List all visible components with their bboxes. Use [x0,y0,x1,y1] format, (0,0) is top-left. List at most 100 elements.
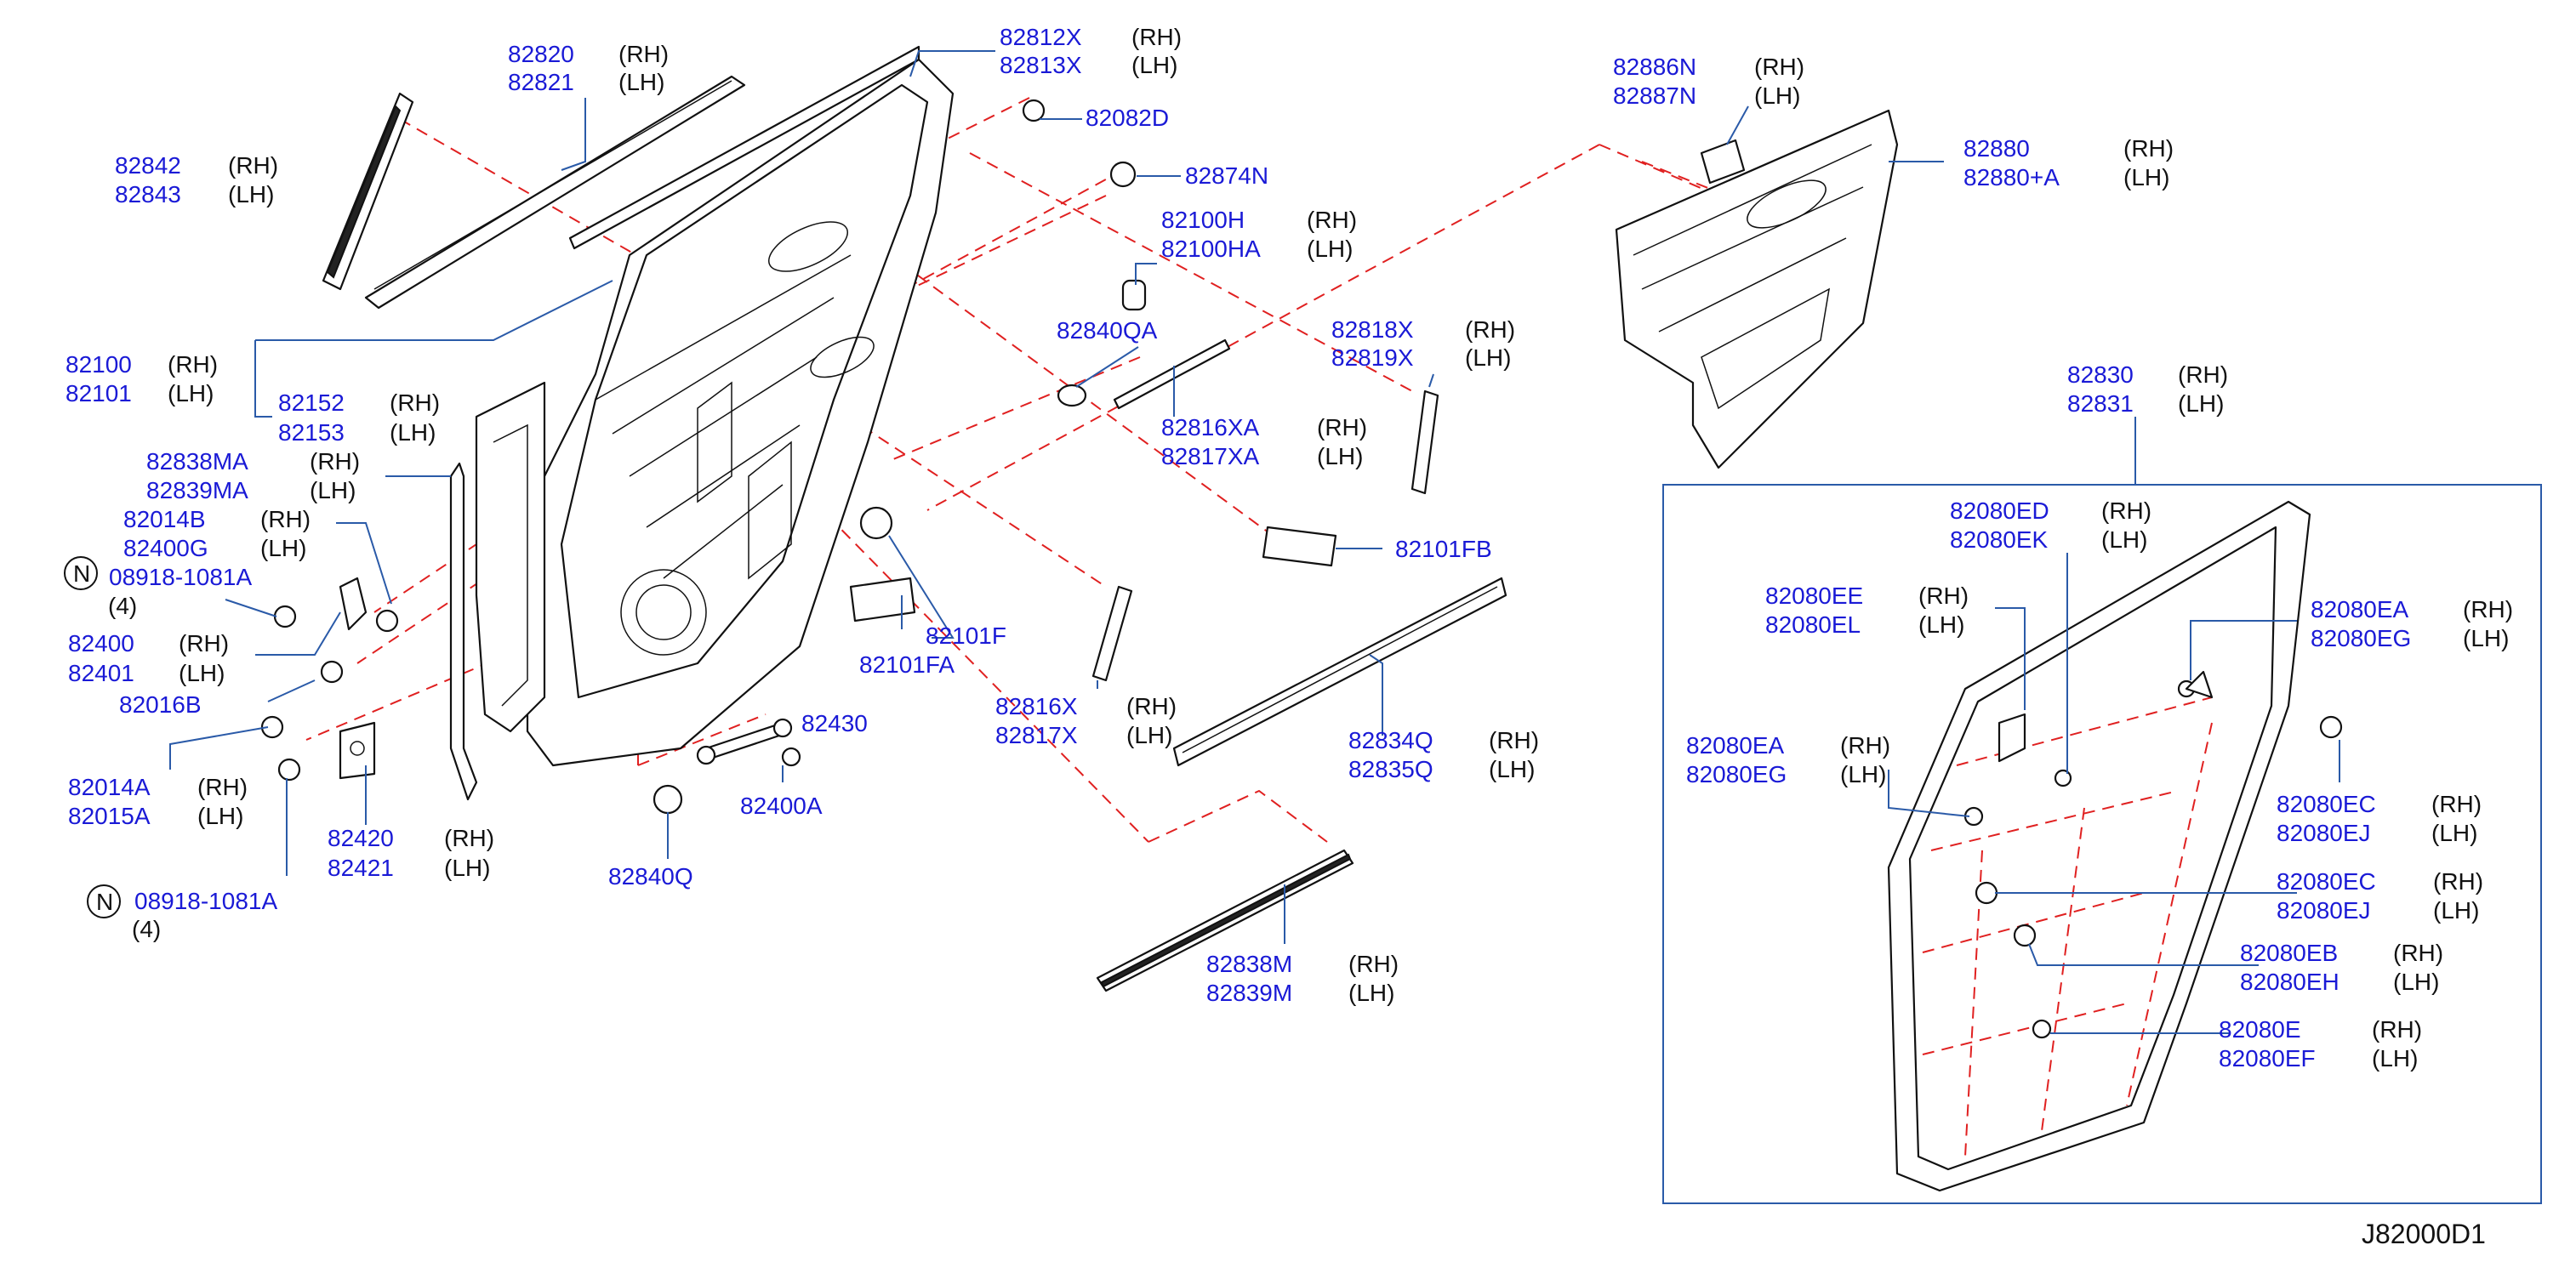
note-circle [64,556,98,590]
part-number: 82816XA [1161,414,1260,441]
part-number: 82813X [1000,52,1082,78]
part-number: 82101FA [859,651,955,678]
note-symbol: N [96,889,113,915]
weatherstrip-inner [449,462,478,801]
part-number: 82874N [1185,162,1268,189]
part-number: 82080EL [1765,611,1861,638]
part-number: 82100 [66,351,132,378]
part-number: 82839MA [146,477,248,503]
part-number: 82080EB [2240,940,2338,966]
callout-82880: 82880 82880+A (RH) (LH) [1963,135,2174,190]
side-label: (LH) [2431,820,2477,846]
callout-82080EB: 82080EB 82080EH (RH) (LH) [2240,940,2443,995]
side-label: (LH) [1840,761,1886,787]
side-label: (LH) [2393,969,2439,995]
part-number: 82080EE [1765,583,1863,609]
part-number: 82080EF [2219,1045,2316,1072]
part-number: 82080EK [1950,526,2049,553]
side-label: (LH) [444,855,490,881]
part-number: 82080EC [2277,791,2376,817]
side-label: (RH) [1918,583,1969,609]
diagram-code: J82000D1 [2362,1219,2486,1249]
side-label: (RH) [1317,414,1367,441]
side-label: (RH) [168,351,218,378]
callout-82886N: 82886N 82887N (RH) (LH) [1613,54,1804,109]
side-label: (LH) [179,660,225,686]
part-number: 82014B [123,506,206,532]
part-number: 82818X [1331,316,1414,343]
side-label: (RH) [1754,54,1804,80]
part-number: 82842 [115,152,181,179]
part-number: 82080EJ [2277,820,2371,846]
part-number: 82839M [1206,980,1292,1006]
callout-82100: 82100 82101 (RH) (LH) [66,351,218,406]
callout-82016B: 82016B [119,691,202,718]
callout-82100H: 82100H 82100HA (RH) (LH) [1161,207,1357,262]
note-circle [87,884,121,918]
side-label: (RH) [179,630,229,657]
callout-82840QA: 82840QA [1057,317,1158,344]
part-number: 82816X [995,693,1078,719]
part-number: 82016B [119,691,202,718]
side-label: (RH) [1131,24,1182,50]
part-number: 82153 [278,419,345,446]
side-label: (RH) [2372,1016,2422,1043]
part-number: 82015A [68,803,151,829]
callout-08918-a: N 08918-1081A (4) [64,556,252,619]
door-trim-panel [1615,109,1899,469]
part-number: 82838MA [146,448,248,475]
side-label: (RH) [310,448,360,475]
callout-82080EA-left: 82080EA 82080EG (RH) (LH) [1686,732,1890,787]
part-number: 82014A [68,774,151,800]
side-label: (LH) [1489,756,1535,782]
callout-82430: 82430 [801,710,868,736]
window-mouldings [322,45,920,310]
side-label: (RH) [444,825,494,851]
quantity: (4) [132,916,161,942]
assembly-dash-lines [305,97,1728,843]
callout-82014B: 82014B 82400G (RH) (LH) [123,506,311,561]
side-label: (LH) [197,803,243,829]
side-label: (LH) [1918,611,1964,638]
side-label: (LH) [2123,164,2169,190]
side-label: (RH) [2463,596,2513,622]
callout-82820: 82820 82821 (RH) (LH) [508,41,669,95]
callout-82400A: 82400A [740,793,823,819]
part-number: 08918-1081A [134,888,277,914]
side-label: (LH) [618,69,664,95]
part-number: 82400 [68,630,134,657]
part-number: 82080EH [2240,969,2339,995]
callout-82830: 82830 82831 (RH) (LH) [2067,361,2228,417]
callout-82816X: 82816X 82817X (RH) (LH) [995,693,1177,748]
side-label: (LH) [1307,236,1353,262]
part-number: 82880 [1963,135,2030,162]
side-label: (LH) [2101,526,2147,553]
callout-82101F: 82101F [926,622,1006,649]
side-label: (RH) [618,41,669,67]
side-label: (LH) [1317,443,1363,469]
side-label: (LH) [1465,344,1511,371]
side-label: (RH) [228,152,278,179]
part-number: 82400G [123,535,208,561]
callout-82080E: 82080E 82080EF (RH) (LH) [2219,1016,2422,1072]
callout-82838M: 82838M 82839M (RH) (LH) [1206,951,1399,1006]
side-label: (RH) [2123,135,2174,162]
side-label: (RH) [1840,732,1890,759]
part-number: 82843 [115,181,181,207]
callout-08918-b: N 08918-1081A (4) [87,884,277,942]
side-label: (RH) [2178,361,2228,388]
callout-82838MA: 82838MA 82839MA (RH) (LH) [146,448,360,503]
part-number: 82820 [508,41,574,67]
side-label: (LH) [260,535,306,561]
part-number: 82101 [66,380,132,406]
side-label: (LH) [1754,82,1800,109]
part-number: 82840QA [1057,317,1158,344]
part-number: 82420 [328,825,394,851]
callout-82840Q: 82840Q [608,863,693,890]
side-label: (RH) [2393,940,2443,966]
rear-door-shell [475,58,955,767]
callout-82101FB: 82101FB [1395,536,1492,562]
part-number: 82886N [1613,54,1696,80]
part-number: 82430 [801,710,868,736]
